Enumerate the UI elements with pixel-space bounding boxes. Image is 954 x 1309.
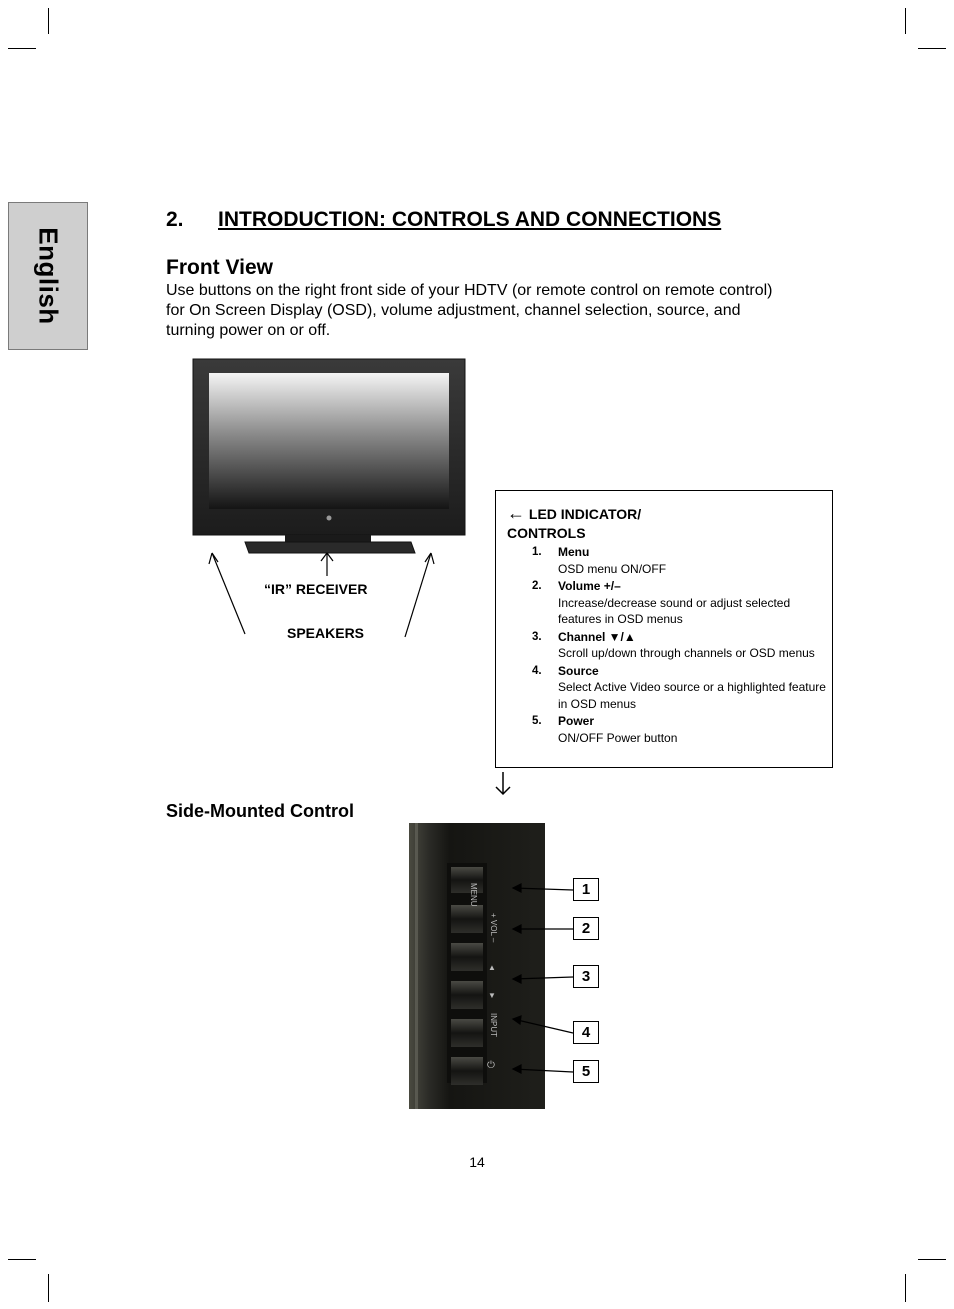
crop-mark [48, 8, 49, 34]
section-number: 2. [166, 208, 184, 231]
panel-label-input: INPUT [489, 1013, 498, 1037]
side-panel-photo [409, 823, 545, 1109]
speakers-label: SPEAKERS [287, 625, 365, 641]
item-description: Increase/decrease sound or adjust select… [558, 595, 791, 627]
list-item: 4. Source Select Active Video source or … [532, 663, 828, 713]
tv-front-illustration [192, 358, 466, 638]
callout-2: 2 [573, 917, 599, 940]
panel-label-volume: + VOL – [489, 913, 498, 943]
controls-legend-heading: ← LED INDICATOR/ CONTROLS [507, 504, 641, 543]
controls-title-line1: LED INDICATOR/ [528, 506, 642, 522]
item-title: Power [558, 714, 595, 728]
front-view-description: Use buttons on the right front side of y… [166, 282, 773, 339]
list-item: 3. Channel ▼/▲ Scroll up/down through ch… [532, 629, 828, 662]
controls-list: 1. Menu OSD menu ON/OFF 2. Volume +/– In… [532, 544, 828, 747]
ir-receiver-label: “IR” RECEIVER [264, 581, 368, 597]
item-description: Select Active Video source or a highligh… [558, 680, 826, 711]
language-tab: English [8, 202, 88, 350]
crop-mark [8, 48, 36, 49]
crop-mark [905, 8, 906, 34]
callout-1: 1 [573, 878, 599, 901]
panel-label-menu: MENU [469, 883, 478, 907]
crop-mark [918, 48, 946, 49]
controls-legend-box: ← LED INDICATOR/ CONTROLS 1. Menu OSD me… [495, 490, 833, 768]
list-item: 1. Menu OSD menu ON/OFF [532, 544, 828, 577]
item-title: Menu [558, 545, 590, 559]
item-title: Volume +/– [558, 579, 621, 593]
controls-title-line2: CONTROLS [507, 525, 586, 541]
item-number: 4. [532, 664, 542, 677]
callout-4: 4 [573, 1021, 599, 1044]
item-description: ON/OFF Power button [558, 730, 678, 745]
left-arrow-icon: ← [507, 503, 525, 523]
panel-label-channel-up: ▲ [488, 963, 496, 972]
item-title: Channel ▼/▲ [558, 629, 636, 644]
item-number: 1. [532, 546, 542, 558]
section-heading: 2. INTRODUCTION: CONTROLS AND CONNECTIONS [166, 208, 721, 232]
item-number: 3. [532, 630, 542, 643]
callout-5: 5 [573, 1060, 599, 1083]
side-mounted-title: Side-Mounted Control [166, 801, 354, 821]
list-item: 2. Volume +/– Increase/decrease sound or… [532, 578, 828, 628]
item-number: 5. [532, 715, 542, 727]
crop-mark [918, 1259, 946, 1260]
language-tab-label: English [33, 227, 64, 325]
page-number: 14 [469, 1154, 485, 1170]
panel-label-power: ⏻ [487, 1060, 495, 1071]
crop-mark [48, 1274, 49, 1302]
list-item: 5. Power ON/OFF Power button [532, 713, 828, 746]
item-description: Scroll up/down through channels or OSD m… [558, 646, 815, 660]
crop-mark [8, 1259, 36, 1260]
crop-mark [905, 1274, 906, 1302]
section-title: INTRODUCTION: CONTROLS AND CONNECTIONS [218, 208, 722, 231]
callout-lines [511, 883, 574, 1074]
item-description: OSD menu ON/OFF [558, 561, 667, 576]
panel-label-channel-down: ▼ [488, 991, 496, 1000]
front-view-title: Front View [166, 256, 273, 279]
item-number: 2. [532, 580, 542, 592]
down-arrow-icon [495, 772, 511, 796]
item-title: Source [558, 663, 599, 678]
callout-3: 3 [573, 965, 599, 988]
